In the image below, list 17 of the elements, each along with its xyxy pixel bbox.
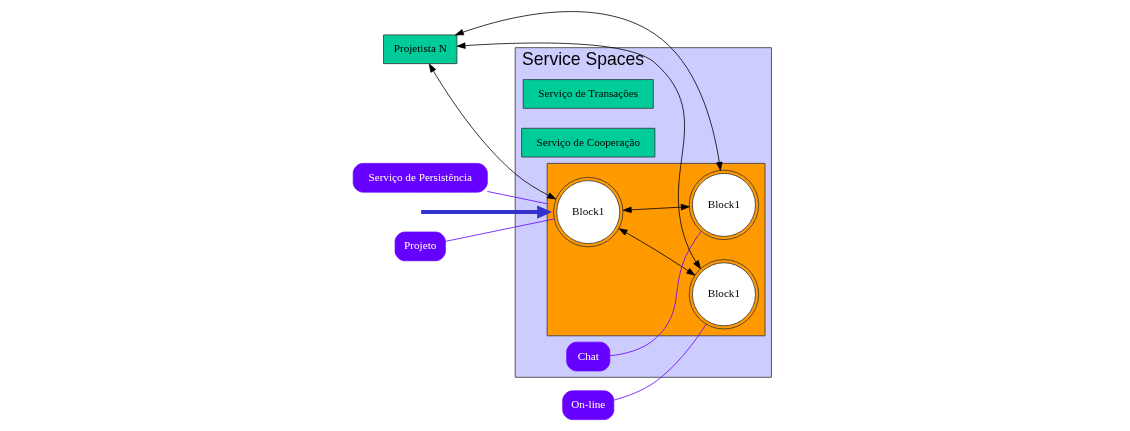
arrow [454, 11, 722, 171]
node-box: Serviço de Persistência [352, 163, 488, 193]
node-box: Projetista N [382, 34, 457, 65]
node-box: On-line [561, 390, 614, 420]
node-box: Serviço de Cooperação [520, 127, 655, 158]
arrow [420, 205, 552, 219]
connector [486, 191, 548, 205]
arrow [618, 228, 695, 276]
node-box: Serviço de Transações [522, 79, 654, 109]
arrow [428, 63, 556, 200]
node-box: Projeto [394, 231, 446, 262]
connector [444, 218, 555, 242]
connector [613, 323, 706, 401]
connector [609, 230, 702, 357]
arrow [622, 203, 690, 213]
arrow [456, 42, 701, 270]
node-box: Chat [565, 341, 610, 372]
